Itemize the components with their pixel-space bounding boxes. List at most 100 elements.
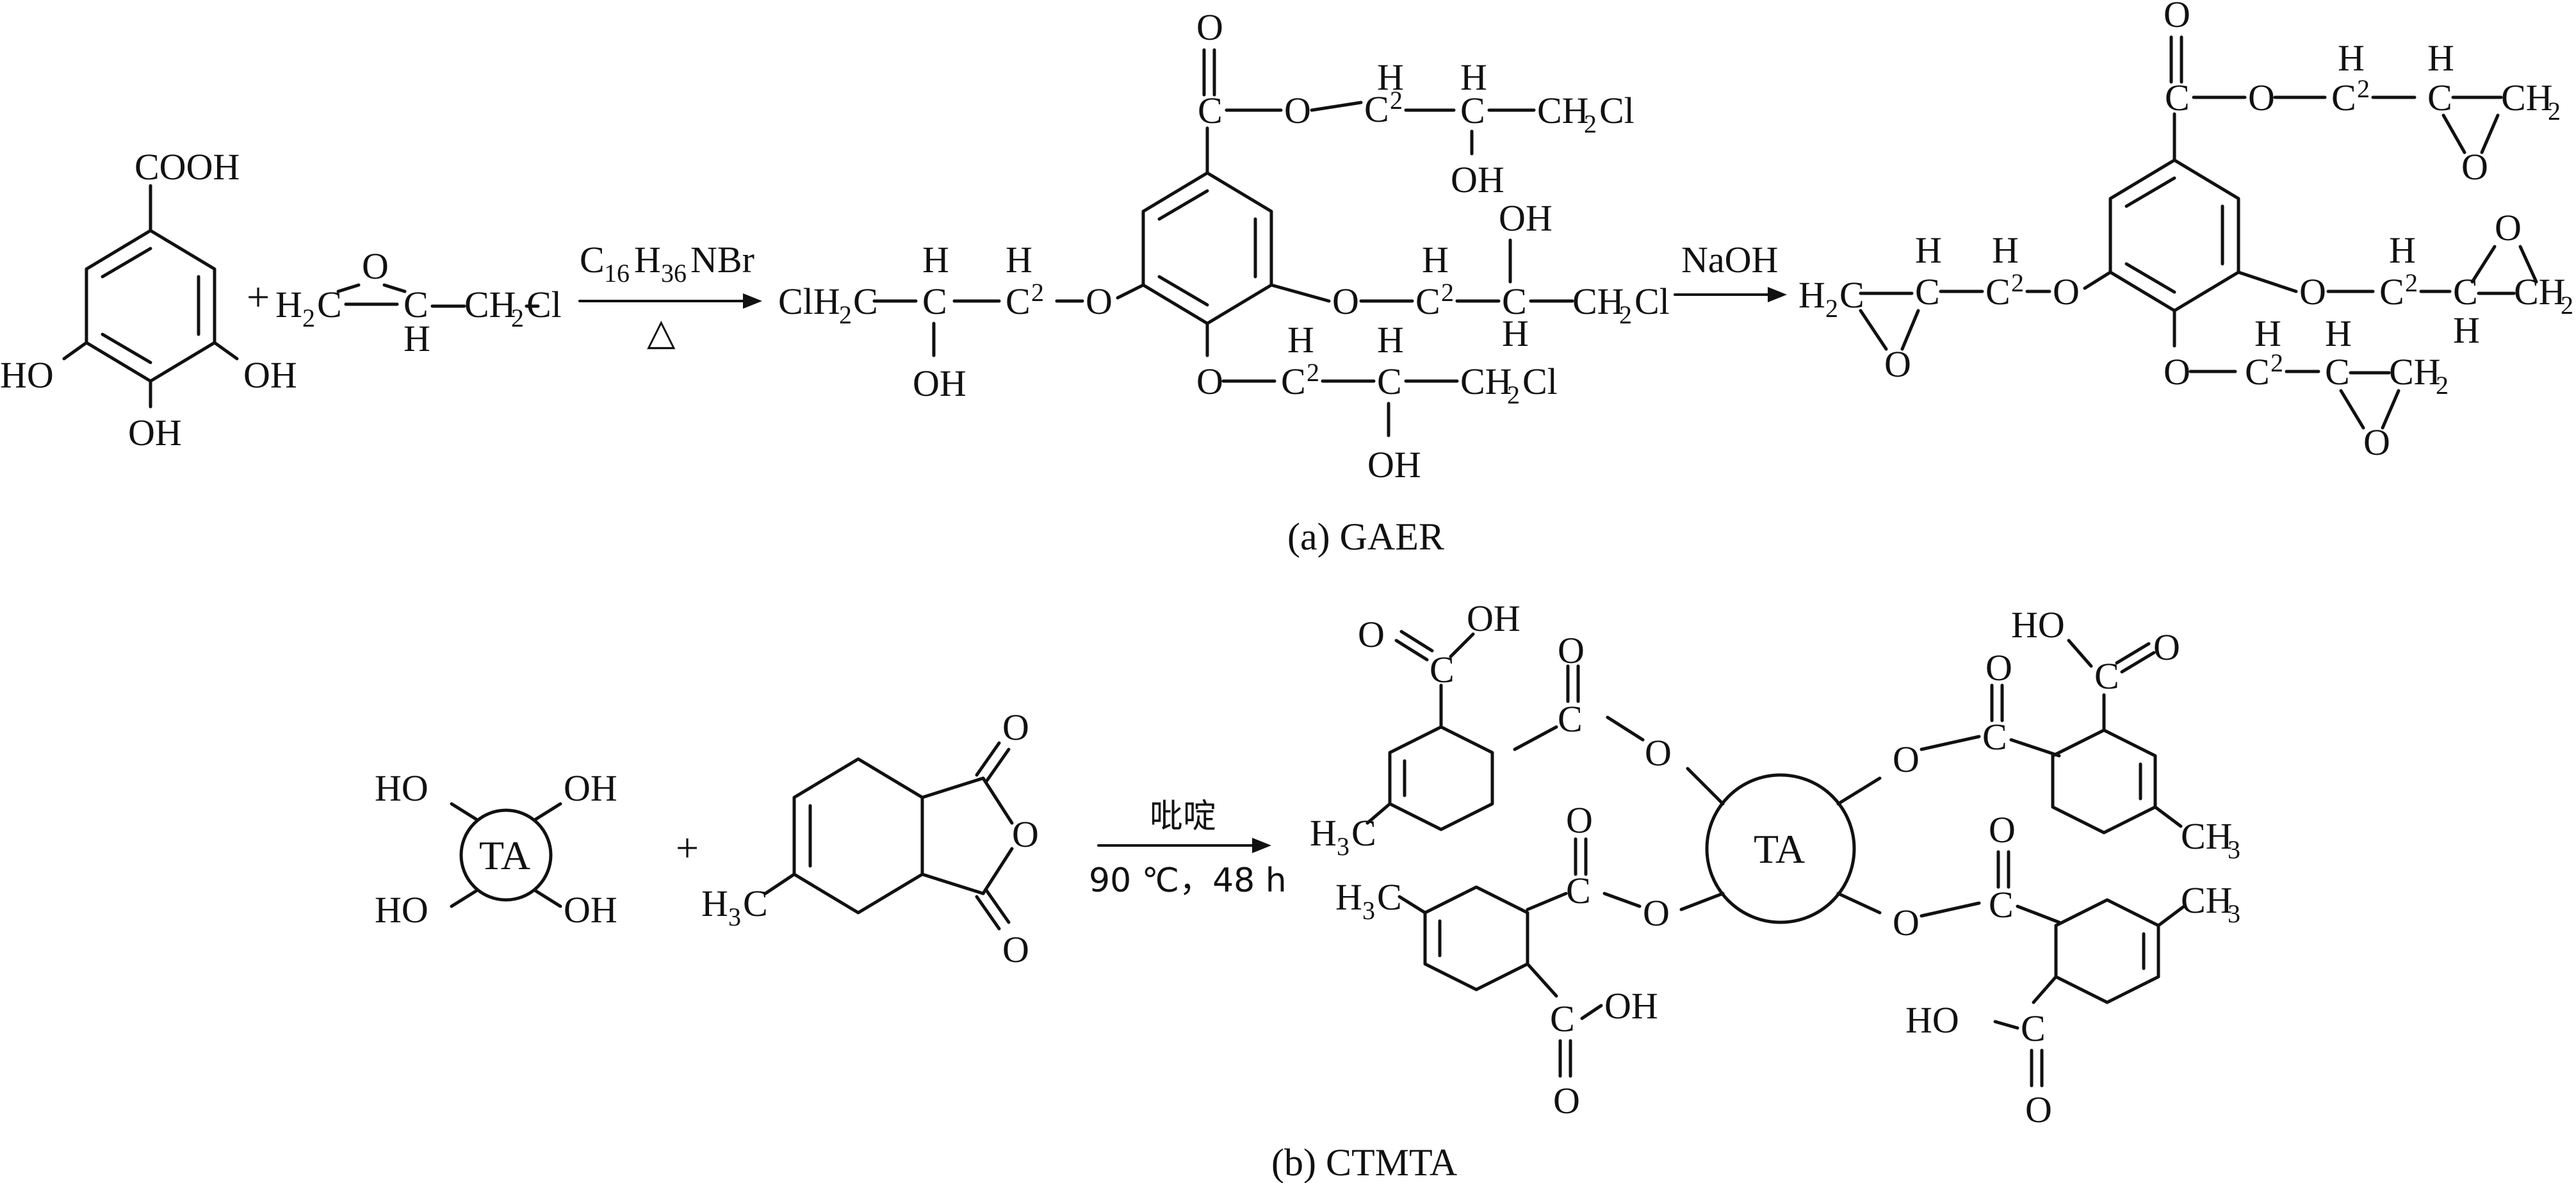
epoxide-bond <box>2441 113 2466 154</box>
caption-b: (b) CTMTA <box>1271 1141 1457 1183</box>
ul-ester-o: O <box>1645 732 1672 774</box>
benzene-ring-bonds <box>85 229 216 383</box>
ring-bond <box>2009 738 2061 758</box>
ur-acid-carbonyl-o: O <box>2153 626 2180 668</box>
gaer-product-structure: O C O H C 2 H C O CH 2 O H C 2 <box>1798 0 2573 463</box>
carbonyl-double-bond <box>975 895 1001 931</box>
anhydride-ring-bond <box>920 872 985 895</box>
lr-ester-carbonyl-o: O <box>1989 809 2016 851</box>
o-to-core-bond <box>1836 892 1882 915</box>
cyclohexene-ring-bonds <box>792 757 924 915</box>
hydroxyl-label-right: OH <box>243 354 297 396</box>
right-ch2cl-sub: 2 <box>1619 300 1632 329</box>
right-ch2cl-ch: CH <box>1572 281 1624 322</box>
top-ch2cl-cl: Cl <box>1599 90 1634 131</box>
catalyst-tail: NBr <box>690 239 754 281</box>
ul-cyclohexene-ring <box>1388 725 1494 831</box>
left-ch-h: H <box>922 239 949 281</box>
ll-acid-carbonyl-o: O <box>1553 1080 1580 1122</box>
bottom-ch-h: H <box>1377 319 1404 361</box>
epoxide-bond <box>2339 389 2365 430</box>
ll-acid-c: C <box>1550 998 1575 1040</box>
bottom-ch2cl-cl: Cl <box>1522 361 1558 402</box>
aromatic-double-bond <box>2124 262 2176 294</box>
carbonyl-double-bond <box>2120 651 2156 674</box>
ring-to-o-bond <box>2083 270 2112 290</box>
ta-ho-bottom: HO <box>375 889 428 931</box>
ll-ester-o: O <box>1643 892 1670 934</box>
methyl-bond <box>763 872 796 895</box>
ta-core-circle <box>1705 773 1856 924</box>
ur-cyclohexene-ring <box>2051 728 2157 835</box>
hydroxyl-bond <box>533 888 562 908</box>
acid-oh-bond <box>2067 639 2093 668</box>
epoxide-bond <box>2518 245 2538 284</box>
plus-sign-a: + <box>247 274 270 320</box>
top-epoxide-h: H <box>2427 37 2454 79</box>
ester-o: O <box>1284 90 1311 131</box>
ll-ester-carbonyl-o: O <box>1566 799 1593 841</box>
right-ether-o: O <box>2299 271 2326 313</box>
left-clh2c-c: C <box>853 281 878 322</box>
left-h2c-sub: 2 <box>1825 294 1838 323</box>
arrow-head <box>743 293 762 309</box>
reaction-a: COOH HO OH OH + O H 2 C C H CH 2 Cl C 16 <box>0 0 2573 558</box>
left-ether-o: O <box>2053 271 2080 313</box>
right-epoxide-ch2-sub: 2 <box>2561 291 2573 320</box>
bottom-ch2-c: C <box>1281 361 1306 402</box>
epoxide-bond <box>382 283 407 293</box>
methyl-bond <box>1398 895 1427 915</box>
ta-ho-top: HO <box>375 767 428 809</box>
right-oh: OH <box>1499 197 1553 239</box>
o-to-core-bond <box>1686 767 1725 806</box>
chlorohydrin-intermediate-structure: O C O H C 2 H C OH CH 2 Cl O H C 2 <box>778 6 1670 485</box>
ester-bond <box>1920 735 1981 751</box>
ch2cl-ch: CH <box>464 284 516 325</box>
benzene-ring-bonds <box>1141 171 1273 325</box>
top-ch2-h: H <box>1377 56 1404 98</box>
epichlorohydrin-structure: O H 2 C C H CH 2 Cl <box>275 245 562 359</box>
left-ether-o: O <box>1086 281 1113 322</box>
ring-bond <box>1526 892 1568 911</box>
catalyst-sub2: 36 <box>661 259 687 288</box>
right-ether-o: O <box>1332 281 1359 322</box>
acid-bond <box>2032 975 2058 1004</box>
aromatic-double-bond <box>1157 275 1209 307</box>
plus-sign-b: + <box>676 825 699 870</box>
epoxide-bond <box>1900 309 1920 351</box>
ch-h: H <box>404 318 430 359</box>
left-ch2-sup: 2 <box>2011 268 2024 297</box>
right-ch-c: C <box>1502 281 1527 322</box>
right-epoxide-o: O <box>2495 207 2522 249</box>
anhydride-o-ring: O <box>1012 813 1039 855</box>
top-ch2-h: H <box>2338 37 2365 79</box>
h2c-sub: 2 <box>302 304 315 332</box>
benzene-ring-bonds <box>2108 158 2240 313</box>
lr-acid-c: C <box>2021 1008 2046 1049</box>
bottom-ch2-sup: 2 <box>1307 358 1319 387</box>
ring-bond <box>2016 904 2061 924</box>
gallic-acid-structure: COOH HO OH OH <box>0 146 297 453</box>
ta-oh-top: OH <box>564 767 617 809</box>
carbonyl-double-bond <box>2115 642 2151 665</box>
methyl-sub: 3 <box>728 902 741 931</box>
top-ch-c: C <box>1460 90 1485 131</box>
ring-bond <box>1513 725 1558 751</box>
epoxide-bond <box>2470 245 2497 284</box>
bottom-ch2-c: C <box>2245 351 2270 393</box>
ul-acid-carbonyl-o: O <box>1358 614 1385 655</box>
reaction-b: TA HO OH HO OH + O O O H <box>375 598 2240 1183</box>
methyl-bond <box>2153 805 2183 828</box>
hydroxyl-bond <box>62 341 88 361</box>
epoxide-oxygen: O <box>362 245 389 287</box>
acid-oh-bond <box>1449 632 1475 658</box>
anhydride-ring-bond <box>981 847 1014 895</box>
anhydride-o-top: O <box>1002 706 1029 748</box>
arrow-head <box>1252 838 1271 853</box>
step2-arrow: NaOH <box>1674 239 1787 302</box>
right-ch2-h: H <box>1422 239 1449 281</box>
carbonyl-double-bond <box>975 741 1001 777</box>
anhydride-o-bottom: O <box>1002 929 1029 970</box>
o-to-core-bond <box>1679 892 1725 911</box>
